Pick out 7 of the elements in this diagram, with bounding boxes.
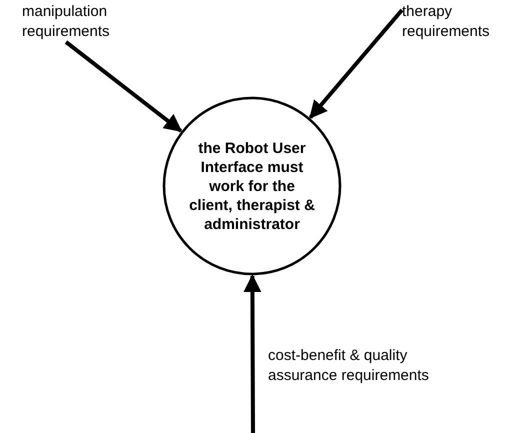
process-circle <box>162 96 342 276</box>
arrow <box>243 274 262 433</box>
arrow <box>64 40 182 132</box>
circle-text: the Robot User Interface must work for the client, therapist & administrator <box>188 138 316 234</box>
input-label: manipulation requirements <box>22 2 147 42</box>
arrow <box>308 8 404 119</box>
input-label: therapy requirements <box>402 2 510 42</box>
